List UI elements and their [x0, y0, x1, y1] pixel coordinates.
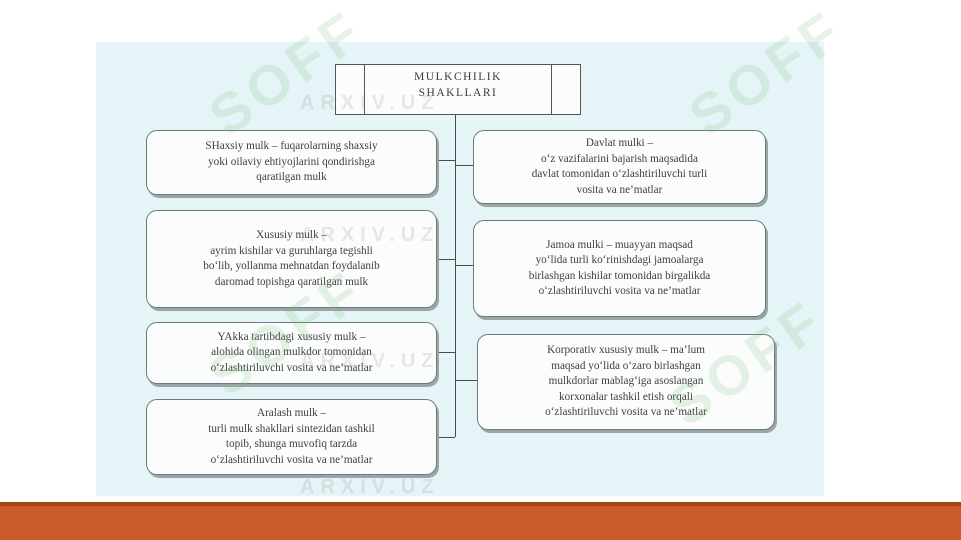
diagram-header: MULKCHILIK SHAKLLARI — [335, 64, 581, 115]
box-xususiy-mulk: Xususiy mulk – ayrim kishilar va guruhla… — [146, 210, 437, 308]
connector-left-2 — [437, 259, 455, 260]
connector-left-4 — [437, 437, 455, 438]
box-korporativ-mulk: Korporativ xususiy mulk – ma’lum maqsad … — [477, 334, 775, 430]
box-xususiy-mulk-text: Xususiy mulk – ayrim kishilar va guruhla… — [203, 229, 380, 288]
header-divider-right — [551, 65, 552, 114]
box-jamoa-mulki-text: Jamoa mulki – muayyan maqsad yo‘lida tur… — [528, 238, 711, 298]
connector-right-1 — [455, 165, 473, 166]
box-korporativ-mulk-text: Korporativ xususiy mulk – ma’lum maqsad … — [545, 344, 707, 419]
header-title: MULKCHILIK SHAKLLARI — [414, 71, 502, 99]
connector-right-2 — [455, 265, 473, 266]
box-jamoa-mulki: Jamoa mulki – muayyan maqsad yo‘lida tur… — [473, 220, 766, 317]
box-shaxsiy-mulk: SHaxsiy mulk – fuqarolarning shaxsiy yok… — [146, 130, 437, 195]
connector-left-1 — [437, 160, 455, 161]
footer-bar — [0, 502, 961, 540]
box-yakka-tartibdagi-mulk-text: YAkka tartibdagi xususiy mulk – alohida … — [210, 330, 373, 374]
connector-left-3 — [437, 352, 455, 353]
box-aralash-mulk-text: Aralash mulk – turli mulk shakllari sint… — [208, 407, 375, 466]
box-aralash-mulk: Aralash mulk – turli mulk shakllari sint… — [146, 399, 437, 475]
box-davlat-mulki-text: Davlat mulki – o‘z vazifalarini bajarish… — [531, 137, 708, 196]
header-divider-left — [364, 65, 365, 114]
box-davlat-mulki: Davlat mulki – o‘z vazifalarini bajarish… — [473, 130, 766, 204]
connector-trunk — [455, 115, 456, 437]
box-yakka-tartibdagi-mulk: YAkka tartibdagi xususiy mulk – alohida … — [146, 322, 437, 384]
connector-right-3 — [455, 380, 477, 381]
box-shaxsiy-mulk-text: SHaxsiy mulk – fuqarolarning shaxsiy yok… — [205, 140, 378, 184]
